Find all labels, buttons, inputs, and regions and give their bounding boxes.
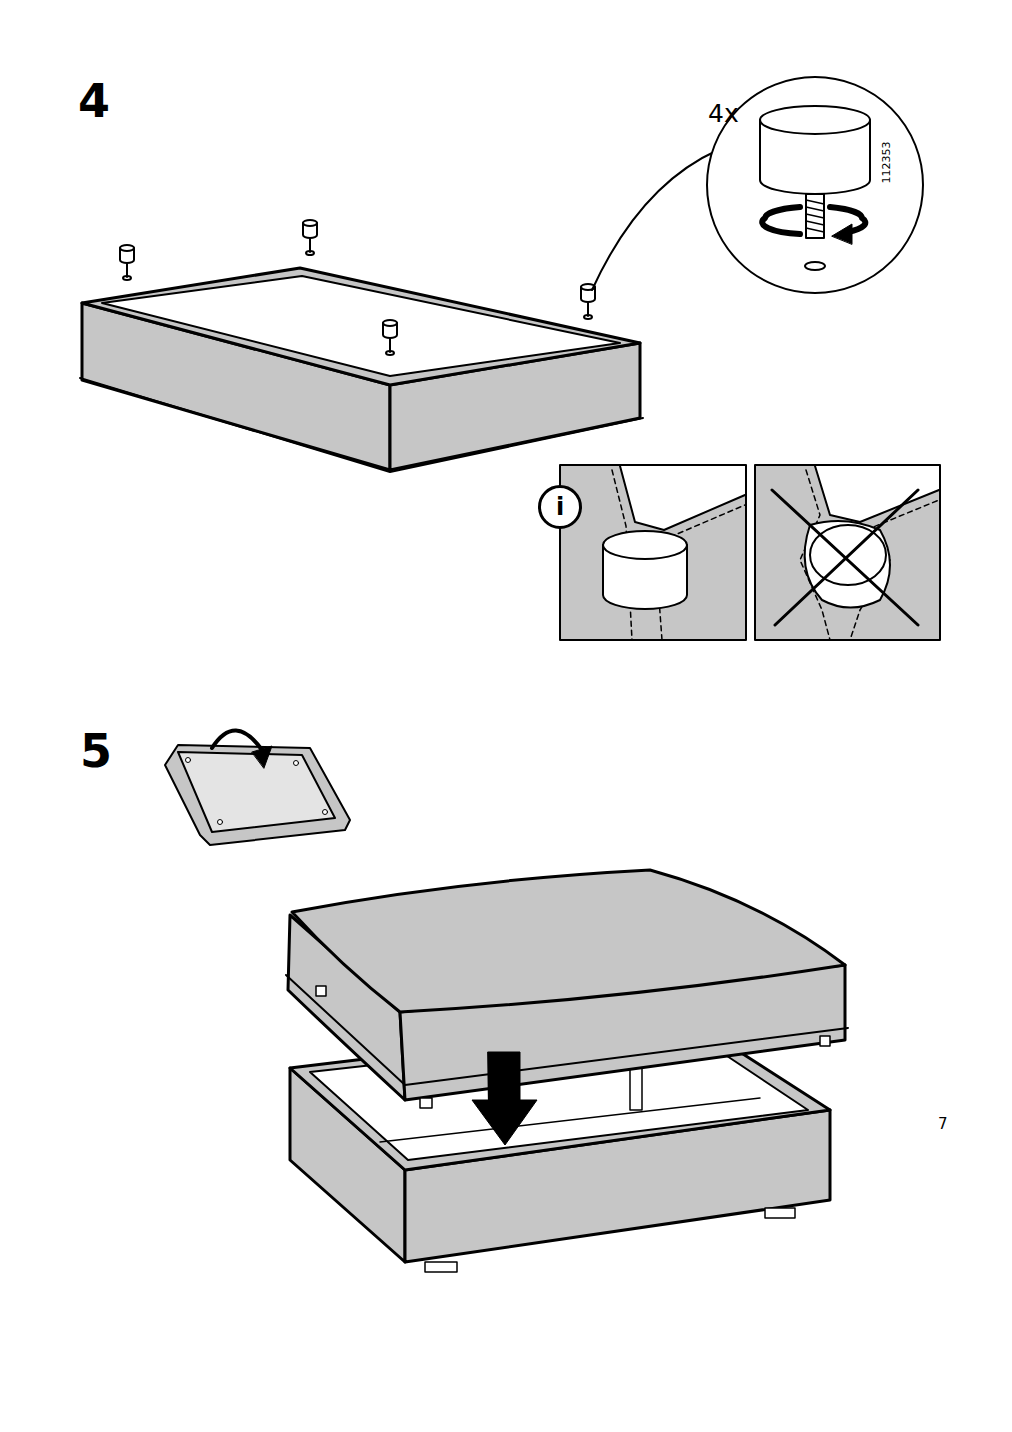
quantity-label: 4x [708, 101, 739, 126]
step-number: 5 [80, 728, 112, 774]
info-symbol: i [538, 485, 582, 529]
info-letter: i [556, 495, 564, 519]
page-number: 7 [938, 1117, 948, 1132]
part-number: 112353 [881, 141, 892, 183]
step-number: 4 [78, 78, 110, 124]
